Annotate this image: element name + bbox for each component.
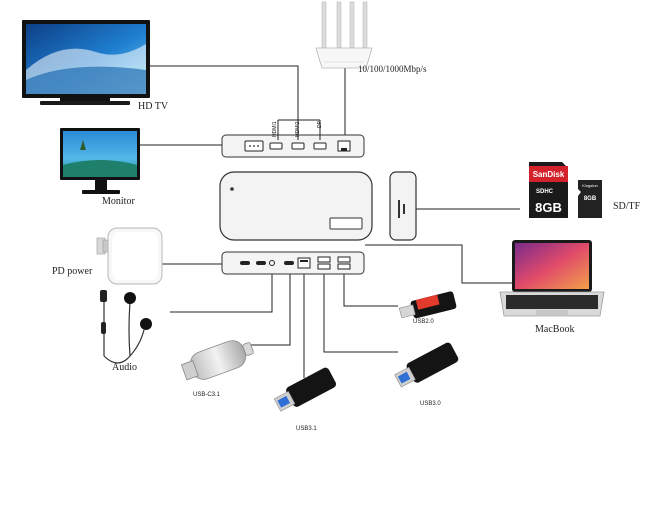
hdmi2-port-label: HDMI2: [295, 121, 301, 137]
monitor-icon: [60, 128, 140, 194]
earphones-icon: [100, 290, 152, 364]
hdmi1-port-label: HDMI1: [272, 121, 278, 137]
usb30-flash-drive-icon: [394, 342, 459, 388]
usb20-label: USB2.0: [413, 319, 434, 325]
hub-body: [219, 171, 373, 241]
usb31-label: USB3.1: [296, 426, 317, 432]
monitor-label: Monitor: [102, 196, 135, 207]
connection-lines: [140, 65, 520, 378]
usbc31-label: USB-C3.1: [193, 392, 221, 398]
usb31-port-icon: [297, 257, 311, 269]
micro-sd-card-icon: Kingston 8GB: [578, 180, 602, 218]
usbc-31-port-icon: [284, 261, 294, 265]
hdtv-label: HD TV: [138, 101, 169, 112]
power-adapter-icon: [96, 227, 163, 285]
usb30-port-icon: [317, 256, 331, 263]
usb20-flash-drive-icon: [398, 291, 457, 319]
usbc-pd-port-icon: [240, 261, 250, 265]
router-speed-label: 10/100/1000Mbp/s: [358, 64, 427, 74]
sd-capacity-label: 8GB: [535, 200, 562, 215]
sd-type-label: SDHC: [536, 189, 554, 195]
usbc-flash-drive-icon: [180, 340, 254, 381]
dp-port-label: DP: [317, 120, 323, 128]
audio-jack-icon: [269, 260, 275, 266]
macbook-label: MacBook: [535, 324, 574, 335]
dp-port-icon: [313, 142, 327, 150]
hdmi2-port-icon: [291, 142, 305, 150]
usb31-flash-drive-icon: [273, 367, 337, 412]
router-icon: [315, 1, 373, 69]
sdtf-label: SD/TF: [613, 201, 641, 212]
macbook-icon: [499, 240, 605, 317]
usb20-port-icon: [337, 256, 351, 263]
hdtv-icon: [22, 20, 150, 105]
hub-side-card-slots: [389, 171, 417, 241]
sd-brand-label: SanDisk: [533, 170, 565, 179]
micro-sd-brand-label: Kingston: [582, 183, 598, 188]
usb30-label: USB3.0: [420, 401, 441, 407]
pd-power-label: PD power: [52, 266, 93, 277]
usbc-data-port-icon: [256, 261, 266, 265]
hub-front-ports: [221, 251, 365, 275]
hdmi1-port-icon: [269, 142, 283, 150]
audio-label: Audio: [112, 362, 137, 373]
hub-back-ports: [221, 119, 365, 158]
sd-card-icon: SanDisk SDHC 8GB: [529, 162, 568, 218]
micro-sd-capacity-label: 8GB: [584, 196, 597, 202]
